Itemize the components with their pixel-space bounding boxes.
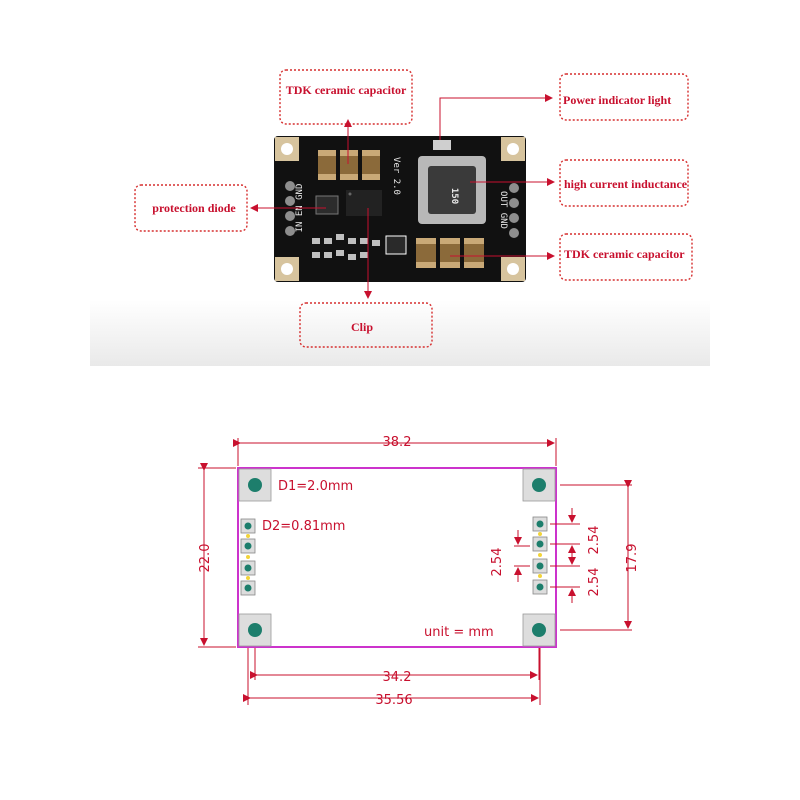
left-pin-header: [285, 181, 295, 236]
right-pin-header: [509, 183, 519, 238]
dim-height-right: 17.9: [625, 544, 640, 573]
board-outline: [237, 467, 557, 648]
callout-box-power-light: [559, 73, 689, 121]
note-d2: D2=0.81mm: [262, 519, 345, 534]
callout-inductance: high current inductance: [564, 177, 688, 191]
right-pin-pads: [532, 516, 548, 595]
pcb-board: 150 Ver 2.0 IN EN GND OUT GND: [274, 136, 526, 282]
callout-protection-diode: protection diode: [152, 201, 236, 215]
dim-pitch-right-top: 2.54: [587, 526, 602, 555]
dim-overall-width: 35.56: [375, 693, 412, 708]
callout-power-light: Power indicator light: [563, 93, 671, 107]
dim-hole-span: 34.2: [383, 670, 412, 685]
product-photo: 150 Ver 2.0 IN EN GND OUT GND TDK cerami…: [90, 69, 710, 366]
protection-diode: [315, 195, 339, 215]
right-pins-silkscreen: OUT GND: [498, 191, 508, 229]
note-d1: D1=2.0mm: [278, 479, 353, 494]
version-silkscreen: Ver 2.0: [391, 157, 401, 195]
callout-box-tdk-top: [279, 69, 413, 125]
tdk-capacitors-top: [318, 150, 380, 180]
callout-box-clip: [299, 302, 433, 348]
dim-height-left: 22.0: [198, 544, 213, 573]
tdk-capacitors-bottom: [416, 238, 484, 268]
photo-floor: [90, 300, 710, 366]
dim-pitch-left: 2.54: [490, 548, 505, 577]
callout-tdk-top: TDK ceramic capacitor: [286, 83, 407, 97]
inductor-marking: 150: [449, 188, 459, 204]
dim-pitch-right-bottom: 2.54: [587, 568, 602, 597]
power-led: [433, 140, 451, 150]
callout-clip: Clip: [351, 320, 373, 334]
callout-tdk-right: TDK ceramic capacitor: [564, 247, 685, 261]
left-pin-pads: [240, 518, 256, 596]
dim-width-top: 38.2: [383, 435, 412, 450]
callout-box-tdk-right: [559, 233, 693, 281]
mounting-pads: [238, 468, 556, 647]
ic-chip: [346, 190, 382, 216]
dimension-drawing: D1=2.0mm D2=0.81mm unit = mm: [198, 435, 640, 708]
callout-box-protection-diode: [134, 184, 248, 232]
arrow-power-light: [439, 94, 553, 140]
note-unit: unit = mm: [424, 625, 494, 640]
small-passives: [312, 234, 380, 260]
callout-box-inductance: [559, 159, 689, 207]
